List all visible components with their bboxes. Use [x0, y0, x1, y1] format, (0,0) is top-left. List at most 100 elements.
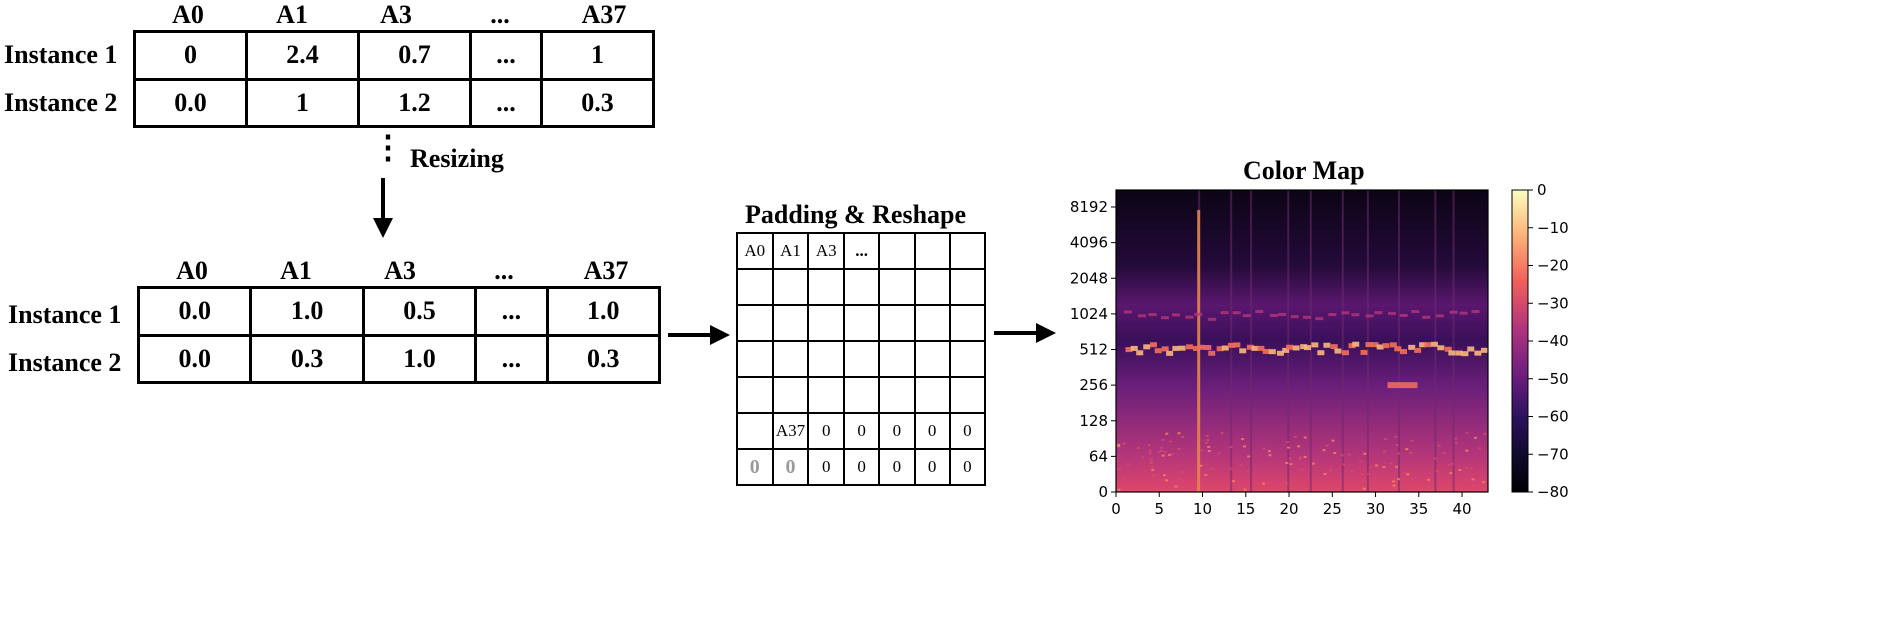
spectrogram-speckle [1242, 445, 1246, 448]
spectrogram-band [1154, 348, 1162, 354]
spectrogram-streak [1230, 190, 1233, 492]
spectrogram-band [1400, 349, 1408, 355]
spectrogram-band [1161, 346, 1169, 352]
plot-frame [1115, 189, 1489, 493]
grid-cell [878, 232, 916, 270]
grid-cell [807, 340, 845, 378]
spectrogram-speckle [1205, 441, 1209, 444]
resizing-label: Resizing [410, 144, 504, 173]
spectrogram-speckle [1442, 451, 1446, 454]
grid-cell [771, 304, 810, 342]
spectrogram-band [1471, 310, 1480, 314]
table-cell: 0.5 [361, 286, 478, 337]
spectrogram-band [1480, 347, 1488, 353]
spectrogram-speckle [1205, 434, 1209, 437]
spectrogram-speckle [1325, 444, 1329, 447]
table-row [736, 376, 987, 414]
spectrogram-speckle [1298, 456, 1302, 459]
spectrogram-speckle [1170, 452, 1174, 455]
y-tick-label: 8192 [1070, 198, 1108, 216]
spectrogram-band [1269, 313, 1278, 317]
grid-cell [913, 340, 951, 378]
spectrogram-speckle [1287, 446, 1291, 449]
spectrogram-speckle [1210, 467, 1214, 470]
grid-cell [913, 304, 951, 342]
spectrogram-speckle [1261, 480, 1265, 483]
table-cell: 2.4 [245, 30, 360, 81]
vertical-dots: ⋮ [372, 129, 404, 165]
table-cell: 1.0 [361, 333, 478, 384]
y-tick-label: 1024 [1070, 305, 1108, 323]
spectrogram-speckle [1322, 449, 1326, 452]
grid-cell [948, 304, 987, 342]
grid-cell [948, 376, 987, 414]
spectrogram-speckle [1150, 466, 1154, 469]
spectrogram-speckle [1122, 477, 1126, 480]
spectrogram-speckle [1427, 478, 1431, 481]
table-cell: 0.3 [539, 77, 656, 128]
col-header-a3: A3 [384, 256, 416, 285]
table-cell: 1.2 [357, 77, 472, 128]
grid-cell [913, 232, 951, 270]
spectrogram-speckle [1300, 468, 1304, 471]
spectrogram-band [1246, 344, 1254, 350]
grid-cell [771, 268, 810, 306]
spectrogram-speckle [1472, 483, 1476, 486]
spectrogram-speckle [1405, 448, 1409, 451]
grid-cell: A37 [771, 412, 810, 450]
grid-cell: 0 [878, 412, 916, 450]
grid-cell: 0 [948, 448, 987, 486]
spectrogram-band [1233, 342, 1241, 348]
spectrogram-band [1276, 350, 1284, 356]
x-tick-label: 10 [1193, 500, 1212, 518]
spectrogram-speckle [1177, 432, 1181, 435]
spectrogram-band [1302, 315, 1311, 319]
spectrogram-speckle [1375, 488, 1379, 491]
spectrogram-streak [1341, 190, 1344, 492]
spectrogram-streak [1434, 190, 1437, 492]
spectrogram-speckle [1437, 444, 1441, 447]
spectrogram-band [1419, 342, 1427, 348]
spectrogram-band [1185, 315, 1194, 319]
spectrogram-band [1387, 311, 1396, 315]
spectrogram-band [1227, 342, 1235, 348]
spectrogram-band [1282, 347, 1290, 353]
grid-cell [736, 412, 774, 450]
spectrogram-speckle [1117, 445, 1121, 448]
spectrogram-band [1257, 345, 1265, 351]
table-cell: 1 [539, 30, 656, 81]
y-tick-label: 256 [1079, 376, 1108, 394]
x-tick-label: 40 [1452, 500, 1471, 518]
table-cell: 0.0 [136, 286, 253, 337]
grid-cell: 0 [878, 448, 916, 486]
spectrogram-speckle [1231, 480, 1235, 483]
spectrogram-speckle [1149, 457, 1153, 460]
spectrogram-speckle [1117, 467, 1121, 470]
grid-cell: 0 [913, 412, 951, 450]
spectrogram-band [1143, 344, 1151, 350]
x-tick-label: 20 [1279, 500, 1298, 518]
spectrogram-speckle [1361, 472, 1365, 475]
spectrogram-band [1461, 351, 1469, 357]
spectrogram-speckle [1151, 468, 1155, 471]
spectrogram-speckle [1174, 485, 1178, 488]
spectrogram-band [1348, 343, 1356, 349]
grid-cell: 0 [842, 412, 881, 450]
spectrogram-speckle [1168, 440, 1172, 443]
col-header-ellipsis: ... [490, 0, 510, 29]
spectrogram-band [1268, 349, 1276, 355]
spectrogram-speckle [1199, 464, 1203, 467]
spectrogram-speckle [1148, 452, 1152, 455]
spectrogram-band [1376, 344, 1384, 350]
spectrogram-band [1149, 342, 1157, 348]
spectrogram-streak [1398, 190, 1401, 492]
spectrogram-speckle [1450, 462, 1454, 465]
table-cell: 0.0 [136, 333, 253, 384]
spectrogram-band [1242, 314, 1251, 318]
grid-cell [878, 376, 916, 414]
spectrogram-speckle [1165, 432, 1169, 435]
spectrogram-speckle [1206, 439, 1210, 442]
grid-cell [842, 376, 881, 414]
spectrogram-band [1351, 313, 1360, 317]
grid-cell [736, 376, 774, 414]
